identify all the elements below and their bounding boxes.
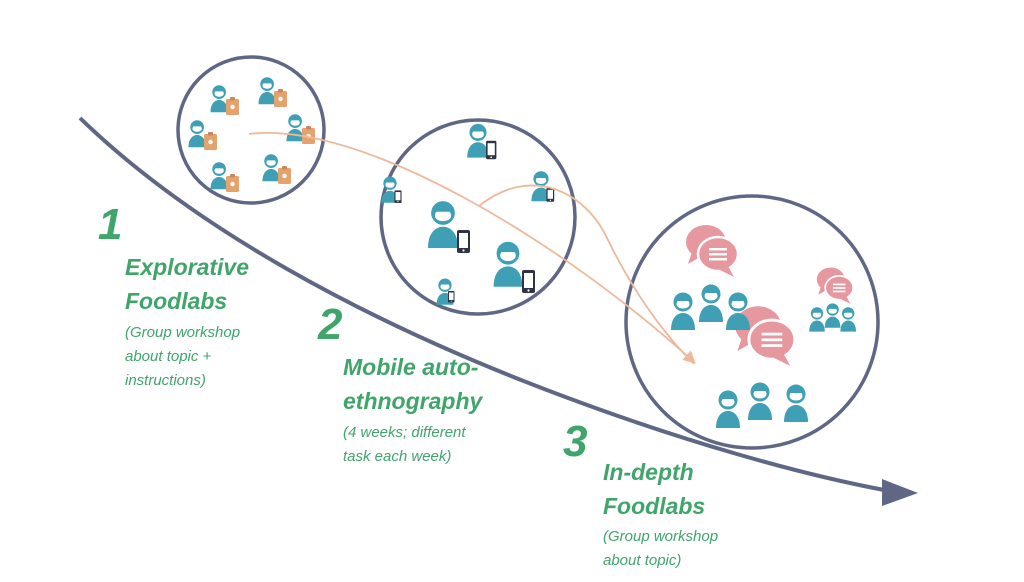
step-title-line: In-depth	[603, 459, 694, 485]
step-title-line: Explorative	[125, 254, 249, 280]
step-title-2: Mobile auto- ethnography	[343, 350, 482, 418]
step-desc-line: task each week)	[343, 448, 452, 465]
phase-circle-2	[379, 118, 577, 316]
step-title-line: ethnography	[343, 388, 483, 414]
step-description-2: (4 weeks; different task each week)	[343, 421, 466, 469]
step-desc-line: about topic +	[125, 348, 212, 365]
timeline-arrowhead-icon	[882, 479, 918, 506]
step-number-1: 1	[98, 200, 123, 249]
group-people-icon	[809, 303, 856, 332]
step-title-1: Explorative Foodlabs	[125, 250, 249, 318]
step-title-3: In-depth Foodlabs	[603, 455, 705, 523]
flow-arrow-1	[248, 132, 696, 364]
flow-arrow-2	[478, 184, 695, 365]
step-desc-line: (Group workshop	[603, 528, 719, 545]
step-number-2: 2	[318, 300, 343, 349]
timeline-arc	[78, 116, 896, 494]
step-title-line: Foodlabs	[603, 493, 706, 519]
step-desc-line: about topic)	[603, 552, 682, 569]
step-desc-line: instructions)	[125, 372, 206, 389]
step-description-1: (Group workshop about topic + instructio…	[125, 321, 240, 393]
step-description-3: (Group workshop about topic)	[603, 525, 718, 573]
step-desc-line: (Group workshop	[125, 324, 241, 341]
step-number-3: 3	[563, 417, 588, 466]
step-desc-line: (4 weeks; different	[343, 424, 466, 441]
step-title-line: Foodlabs	[125, 288, 228, 314]
step-title-line: Mobile auto-	[343, 354, 479, 380]
